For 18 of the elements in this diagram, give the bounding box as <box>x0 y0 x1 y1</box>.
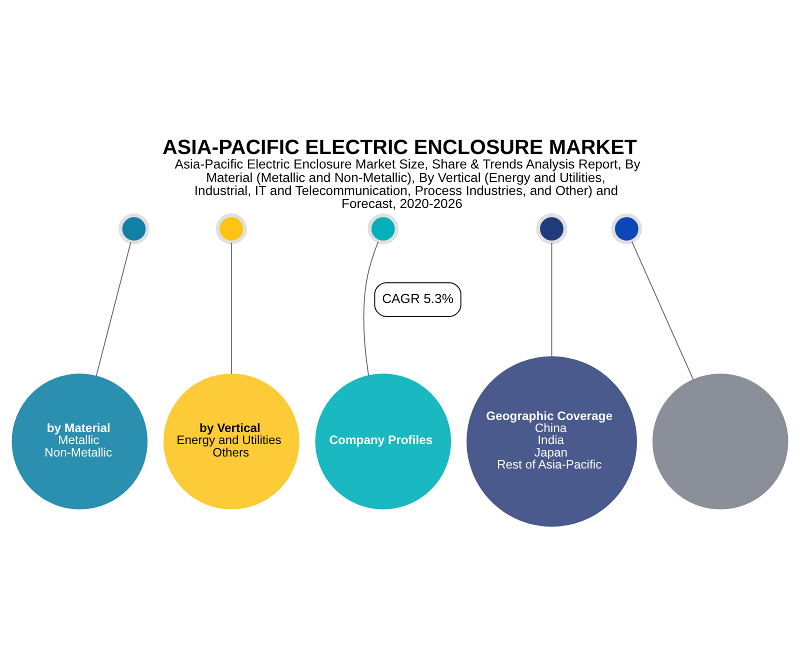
node-circle <box>216 212 247 244</box>
node-circle <box>536 212 568 244</box>
node-circle <box>611 212 642 244</box>
node-circle: by Vertical Energy and Utilities Others <box>164 373 300 509</box>
diagram-title: ASIA-PACIFIC ELECTRIC ENCLOSURE MARKET <box>162 136 637 159</box>
connector <box>230 242 232 374</box>
label: CAGR 5.3% <box>382 290 454 306</box>
node-circle <box>118 212 150 244</box>
node-circle <box>652 373 788 509</box>
node-circle: Company Profiles <box>315 373 452 509</box>
caption: Asia-Pacific Electric Enclosure Market Size, Share & Trends Analysis Report, By Material (Metallic and Non-Metallic), By Vertical (Energy and Utilities, Industrial, IT and Telecommunication, Process Industries, and Other) and Forecast, 2020-2026 <box>174 156 640 210</box>
node-circle: by Material Metallic Non-Metallic <box>12 373 148 509</box>
node-circle <box>368 212 399 244</box>
node-circle: Geographic Coverage China India Japan Rest of Asia-Pacific <box>466 356 637 526</box>
connector <box>551 242 552 357</box>
connector <box>96 241 132 376</box>
connector <box>363 240 379 376</box>
connector <box>631 240 694 380</box>
